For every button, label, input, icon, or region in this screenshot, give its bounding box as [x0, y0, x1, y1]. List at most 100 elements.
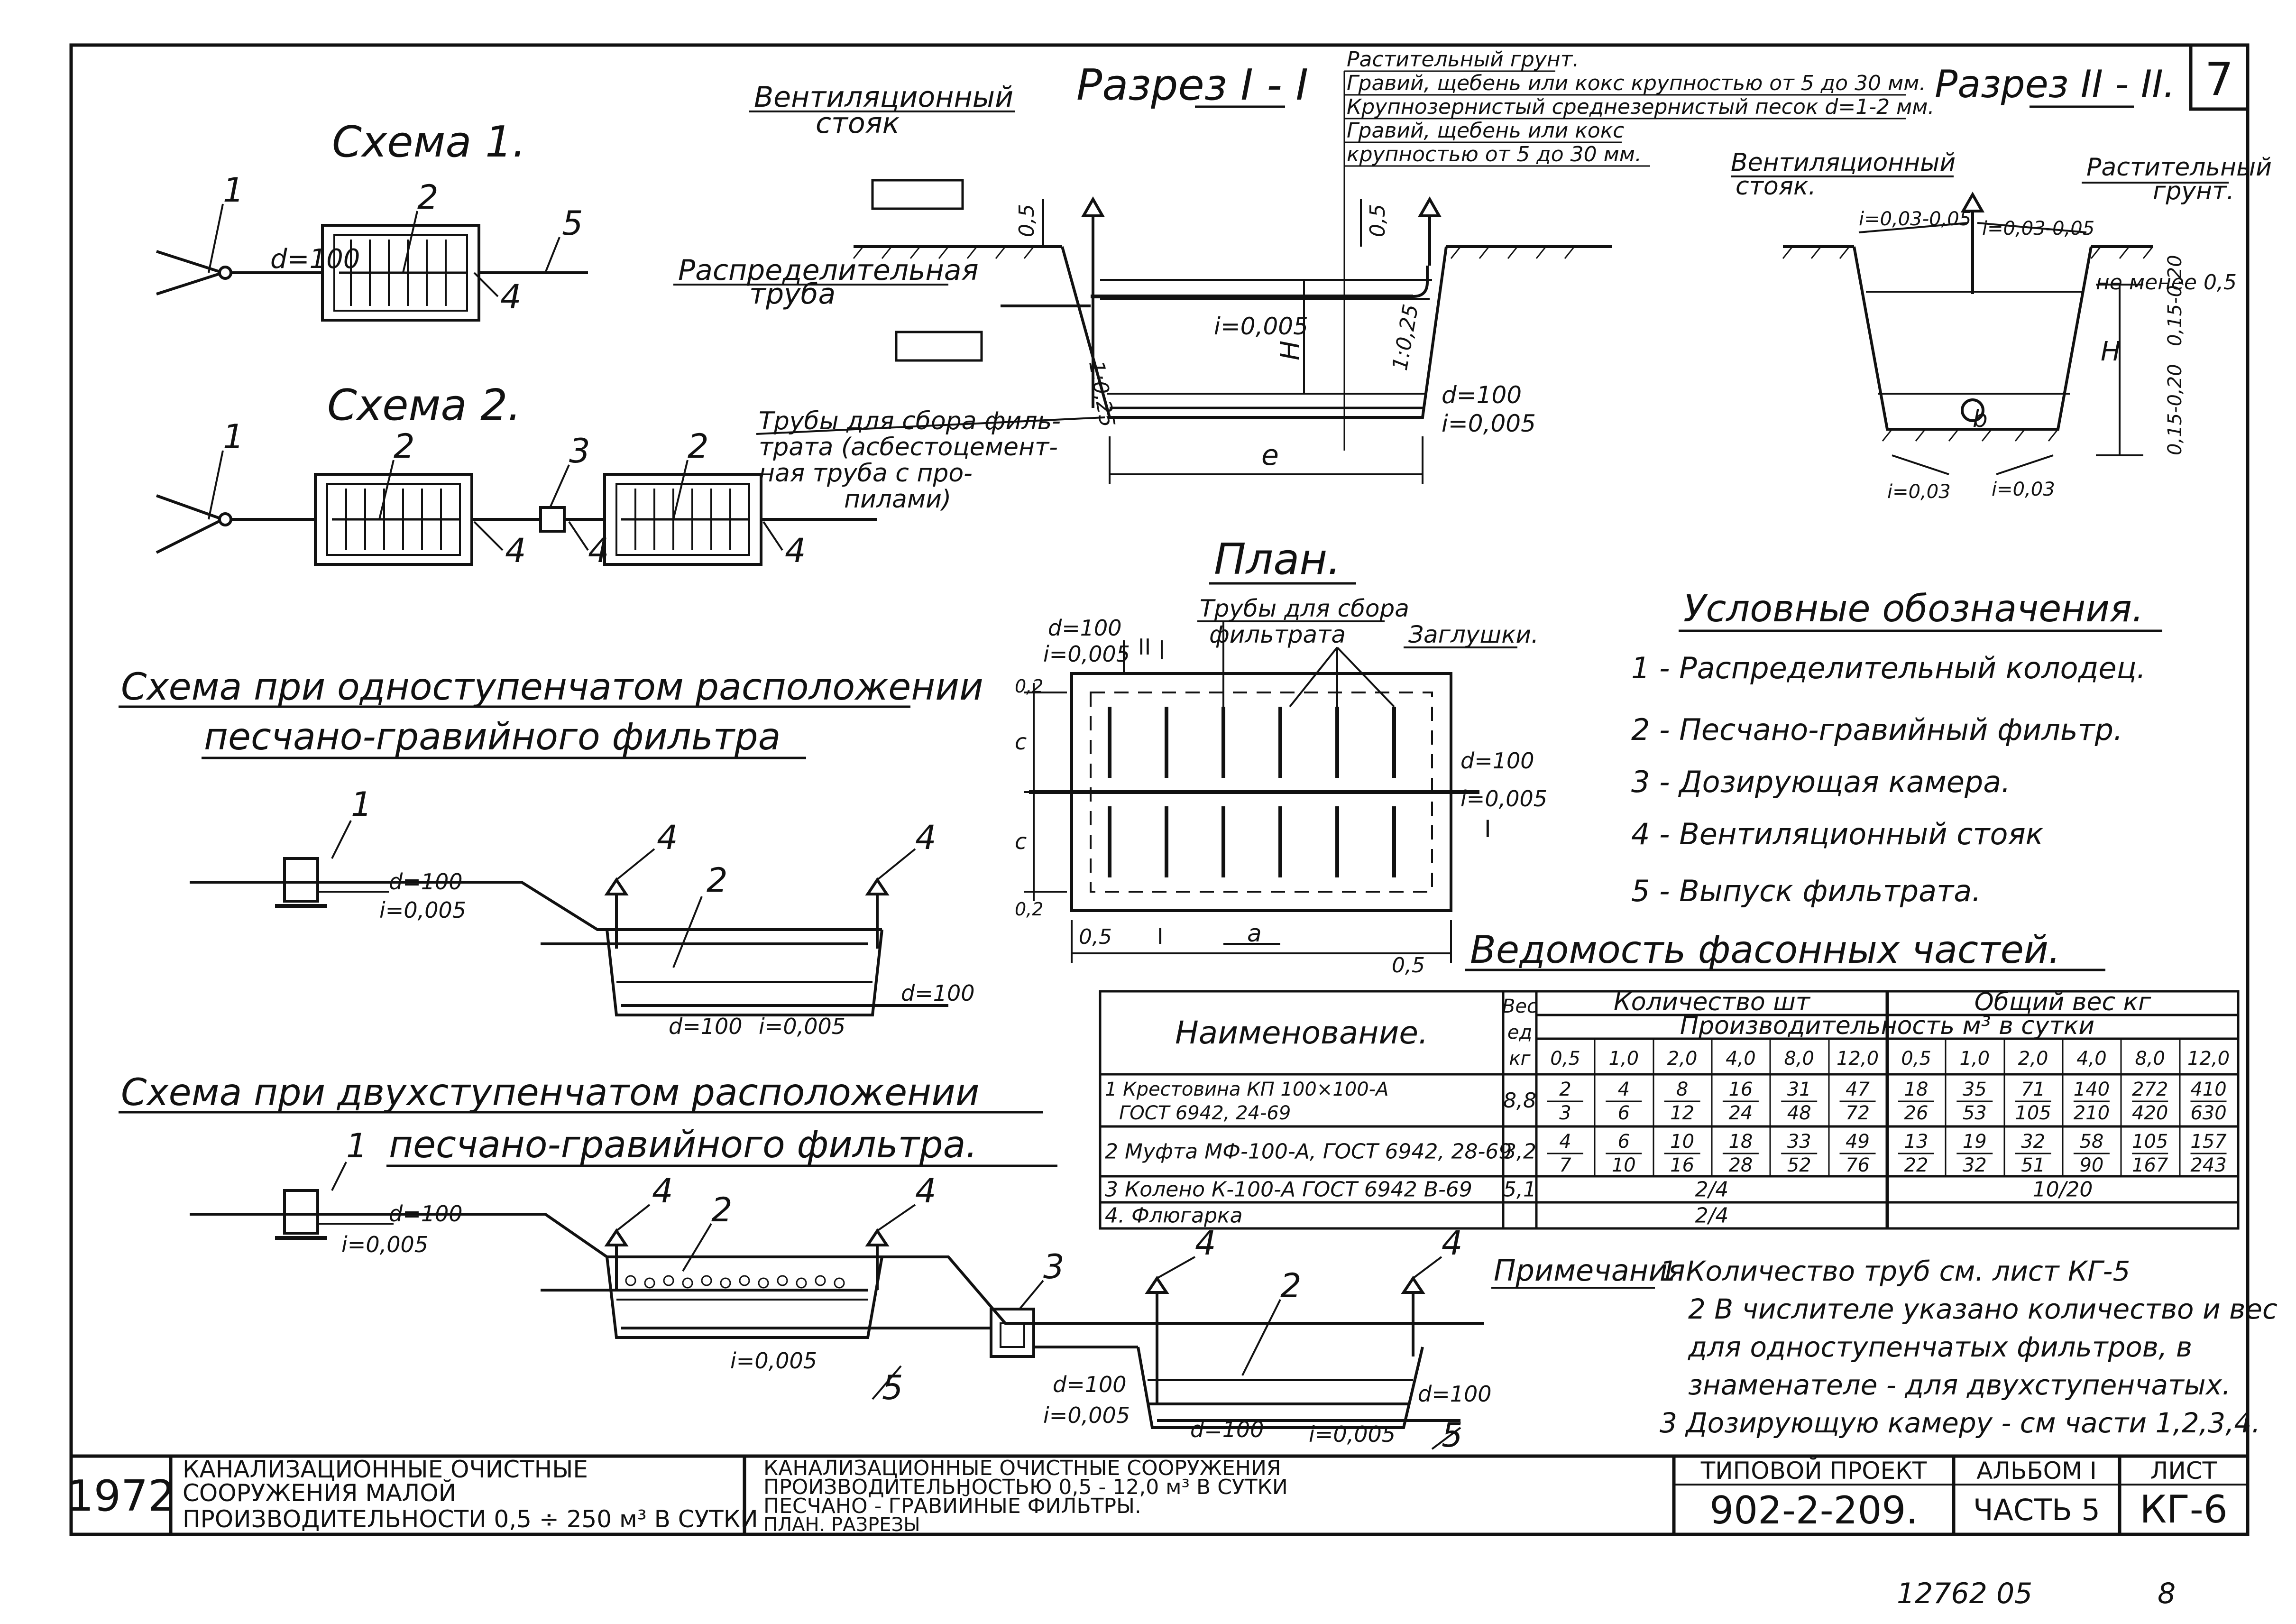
section-2-min: не менее 0,5	[2096, 270, 2237, 295]
section-1-sign-boxes	[871, 179, 983, 362]
section-2-i4: i=0,03	[1992, 479, 2055, 500]
title-sheet-label: ЛИСТ	[2150, 1457, 2217, 1485]
plan-d2: d=100	[1460, 748, 1534, 774]
title-left-line1: КАНАЛИЗАЦИОННЫЕ ОЧИСТНЫЕ	[183, 1456, 588, 1483]
table-row-0-count-den-0: 3	[1559, 1102, 1571, 1124]
distribution-pipe-line1: Распределительная	[678, 254, 979, 287]
table-cap-count-3: 4,0	[1726, 1048, 1756, 1070]
table-row-0-total-num-2: 71	[2021, 1079, 2045, 1100]
table-row-1-total-den-4: 167	[2132, 1154, 2168, 1176]
table-cap-count-4: 8,0	[1784, 1048, 1814, 1070]
table-row-1-total-den-3: 90	[2079, 1154, 2103, 1176]
table-cap-total-4: 8,0	[2135, 1048, 2165, 1070]
collect-pipes-note: Трубы для сбора филь- трата (асбестоцеме…	[756, 407, 1105, 514]
table-row-0-name-2: ГОСТ 6942, 24-69	[1119, 1102, 1291, 1124]
table-row-0-count-num-5: 47	[1846, 1079, 1870, 1100]
section-1-pit	[854, 245, 1612, 419]
section-1-slope: i=0,005	[1214, 313, 1308, 340]
legend-item-5: 5 - Выпуск фильтрата.	[1631, 874, 1981, 908]
table-cap-count-1: 1,0	[1608, 1048, 1639, 1070]
note-1: 1 Количество труб см. лист КГ-5	[1660, 1255, 2130, 1287]
section-2: Разрез II - II. Вентиляционный стояк. Ра…	[1731, 62, 2272, 503]
fittings-title: Ведомость фасонных частей.	[1470, 928, 2060, 972]
table-row-1-count-num-1: 6	[1618, 1131, 1630, 1153]
table-row-0-count-den-1: 6	[1618, 1102, 1630, 1124]
section-2-vent-riser-line1: Вентиляционный	[1731, 148, 1956, 177]
section-1: Разрез I - I Вентиляционный стояк Растит…	[673, 47, 1934, 514]
section-2-slope-left: i=0,03-0,05	[1859, 208, 1971, 230]
plan-d1: d=100	[1048, 615, 1122, 641]
table-row-1-name: 2 Муфта МФ-100-А, ГОСТ 6942, 28-69	[1105, 1140, 1512, 1164]
section-2-b: b	[1973, 405, 1988, 433]
section-1-dim-h2: 0,5	[1366, 204, 1390, 237]
footer-page: 8	[2158, 1577, 2176, 1610]
two-stage-label-4a: 4	[652, 1172, 673, 1210]
table-row-1-count-den-3: 28	[1728, 1154, 1753, 1176]
table-cap-count-2: 2,0	[1667, 1048, 1698, 1070]
two-stage-i4: i=0,005	[1309, 1421, 1396, 1447]
section-2-title: Разрез II - II.	[1935, 62, 2175, 106]
two-stage-i2: i=0,005	[730, 1348, 817, 1374]
single-stage-label-4a: 4	[657, 818, 678, 857]
table-row-1-total-num-3: 58	[2079, 1131, 2103, 1153]
table-row-1-count-den-2: 16	[1670, 1154, 1694, 1176]
two-stage-title-line1: Схема при двухступенчатом расположении	[121, 1071, 980, 1114]
two-stage-title-line2: песчано-гравийного фильтра.	[389, 1124, 977, 1166]
table-row-1-count-den-0: 7	[1559, 1154, 1571, 1176]
single-stage-label-4b: 4	[915, 818, 937, 857]
section-1-dim-h1: 0,5	[1015, 204, 1039, 237]
notes-heading: Примечания	[1494, 1253, 1685, 1288]
section-1-slope-right: 1:0,25	[1388, 303, 1424, 373]
plan-c1: c	[1015, 729, 1027, 755]
table-row-1-count-num-5: 49	[1846, 1131, 1870, 1153]
scheme-1-label-5: 5	[562, 204, 583, 243]
title-part: ЧАСТЬ 5	[1973, 1493, 2100, 1527]
section-2-plant-soil-line1: Растительный	[2086, 153, 2272, 182]
fittings-grid	[1099, 990, 2240, 1230]
scheme-1-diameter: d=100	[270, 244, 360, 275]
table-header-weight-2: ед	[1507, 1022, 1532, 1043]
section-2-plant-soil-line2: грунт.	[2153, 177, 2234, 205]
plan-sec1: I	[1484, 815, 1491, 843]
table-row-0-count-num-3: 16	[1728, 1079, 1753, 1100]
table-row-0-total-num-0: 18	[1904, 1079, 1929, 1100]
table-row-1-total-num-4: 105	[2132, 1131, 2168, 1153]
section-1-dim-e	[1042, 199, 1424, 484]
section-1-i: i=0,005	[1442, 410, 1536, 437]
plan-c2: c	[1015, 829, 1027, 854]
scheme-2: Схема 2.	[156, 380, 877, 570]
plan-filter-outline	[1029, 672, 1479, 912]
scheme-2-label-4a: 4	[505, 531, 526, 570]
section-1-title: Разрез I - I	[1076, 60, 1308, 110]
table-row-1-count-num-2: 10	[1670, 1131, 1694, 1153]
scheme-2-label-4c: 4	[785, 531, 806, 570]
title-center-line4: ПЛАН. РАЗРЕЗЫ	[763, 1514, 920, 1536]
single-stage-i2: i=0,005	[759, 1014, 845, 1039]
table-row-1-total-num-0: 13	[1904, 1131, 1929, 1153]
table-row-1-count-num-4: 33	[1787, 1131, 1811, 1153]
two-stage-label-2a: 2	[711, 1190, 733, 1229]
two-stage-d4: d=100	[1418, 1381, 1492, 1407]
plan-collect-pipes-line2: фильтрата	[1209, 621, 1346, 648]
footer-code: 12762 05	[1897, 1577, 2032, 1610]
single-stage-title-line2: песчано-гравийного фильтра	[204, 716, 781, 758]
legend-item-1: 1 - Распределительный колодец.	[1631, 651, 2146, 685]
title-sheet: КГ-6	[2140, 1487, 2227, 1532]
table-cap-total-5: 12,0	[2187, 1048, 2230, 1070]
table-header-capacity: Производительность м³ в сутки	[1680, 1012, 2094, 1040]
scheme-2-label-1: 1	[223, 417, 244, 456]
section-1-layer-notes: Растительный грунт. Гравий, щебень или к…	[1343, 47, 1934, 451]
section-1-H: H	[1275, 341, 1306, 360]
section-2-i3: i=0,03	[1887, 481, 1951, 503]
table-row-0-name-1: 1 Крестовина КП 100×100-А	[1105, 1079, 1388, 1100]
table-row-1-total-num-5: 157	[2190, 1131, 2227, 1153]
scheme-1-label-2: 2	[417, 178, 439, 217]
table-cap-total-0: 0,5	[1901, 1048, 1931, 1070]
table-row-1-total-den-0: 22	[1904, 1154, 1929, 1176]
collect-pipes-line3: ная труба с про-	[759, 459, 973, 488]
table-row-1-count-num-0: 4	[1559, 1131, 1571, 1153]
sheet-frame	[69, 43, 2250, 1536]
single-stage-leaders	[331, 820, 916, 968]
two-stage-gravel	[625, 1275, 845, 1289]
single-stage-title-line1: Схема при одноступенчатом расположении	[121, 666, 983, 709]
